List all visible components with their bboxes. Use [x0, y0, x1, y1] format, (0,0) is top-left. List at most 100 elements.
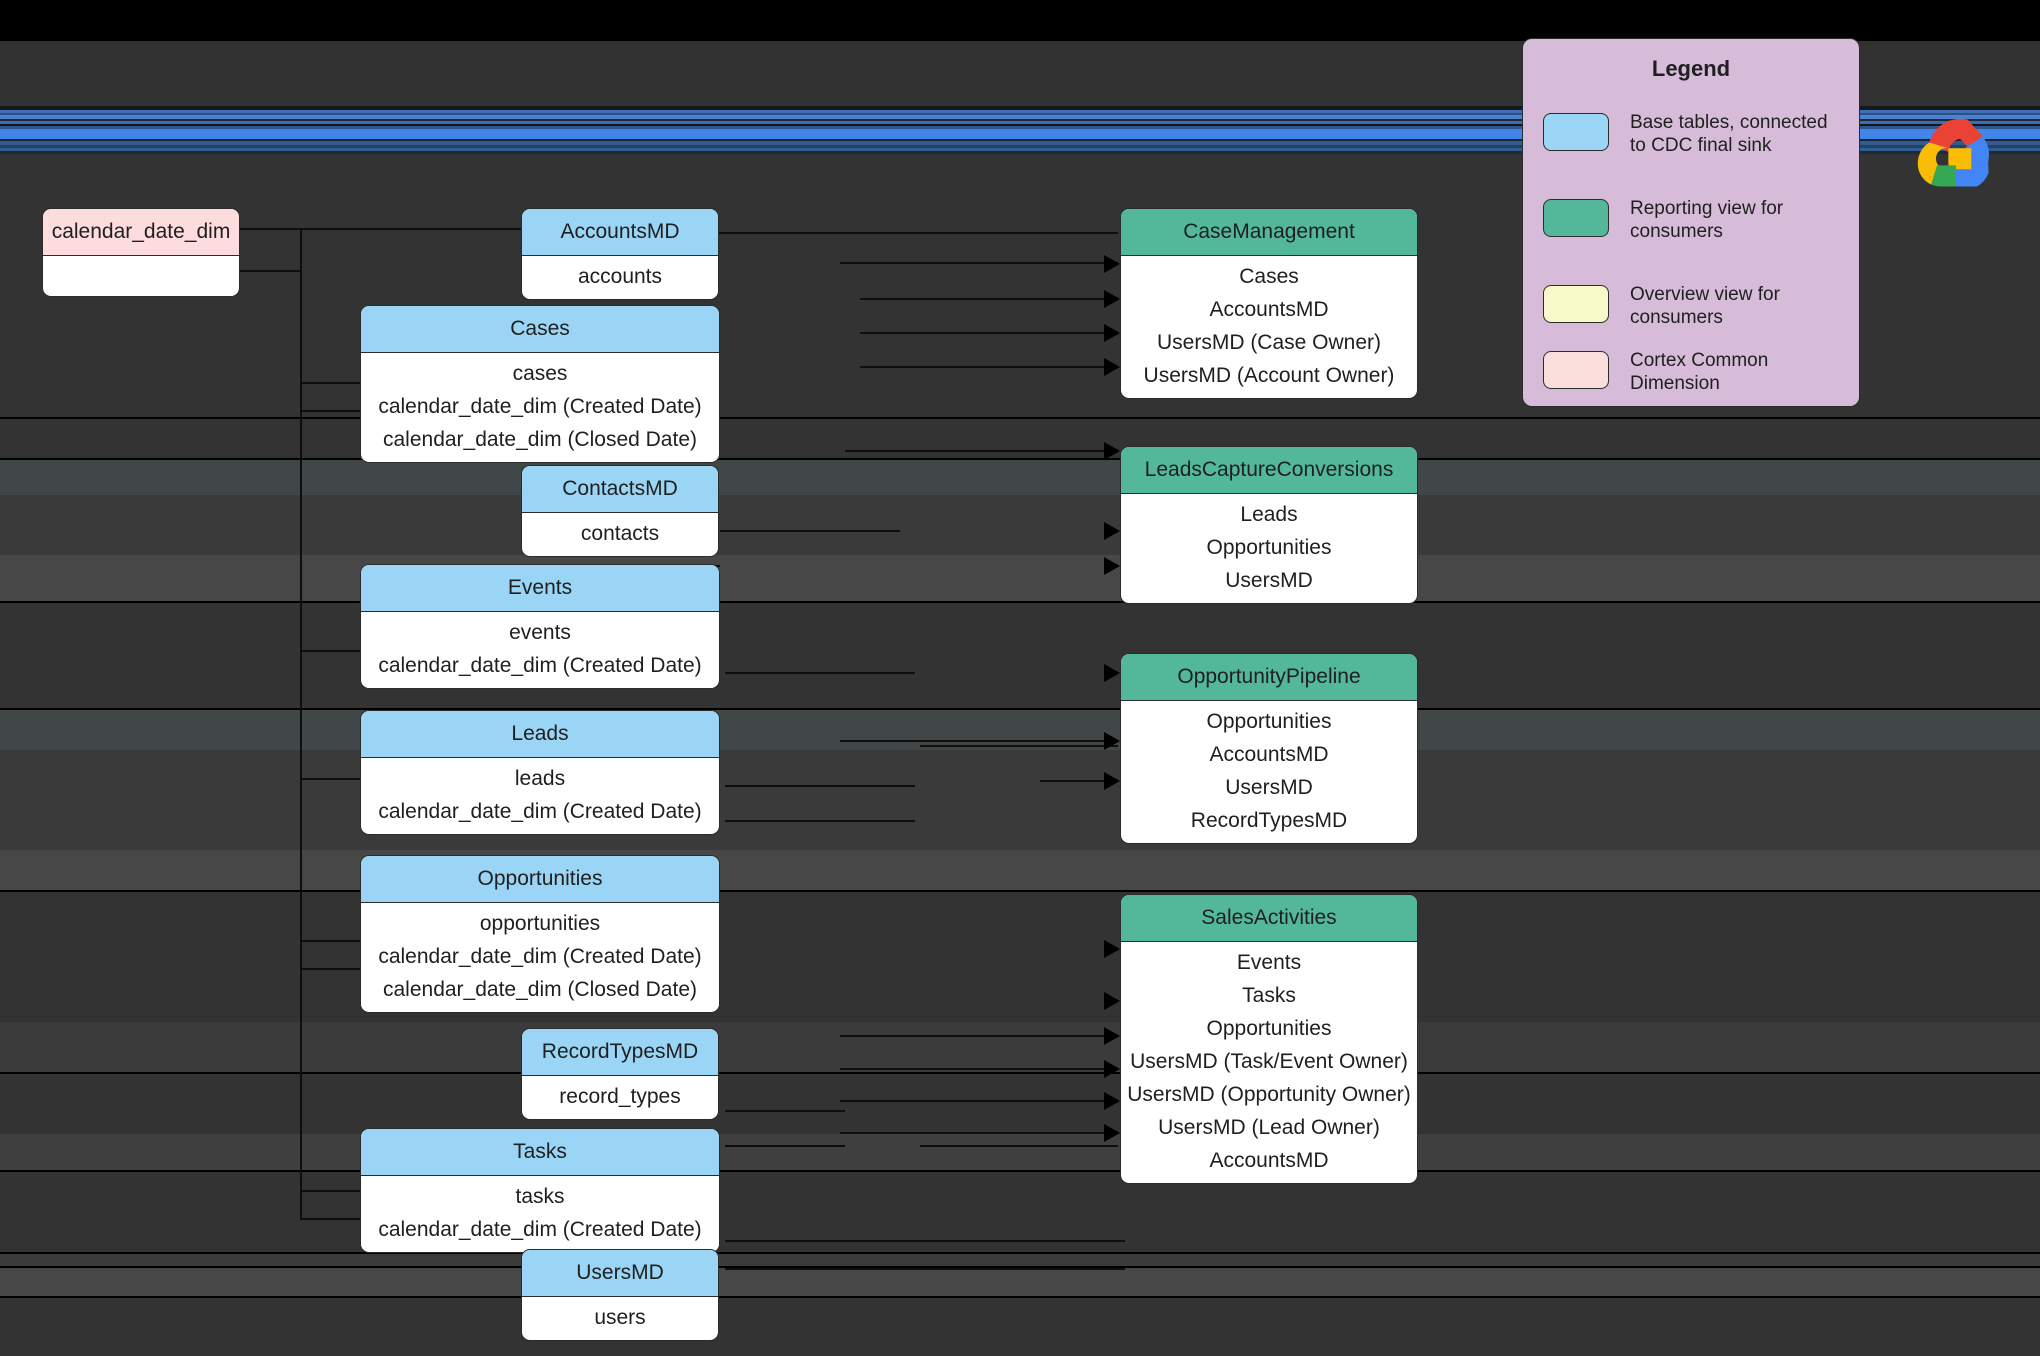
node-contactsmd[interactable]: ContactsMD contacts: [521, 465, 719, 557]
node-leads[interactable]: Leads leads calendar_date_dim (Created D…: [360, 710, 720, 835]
connector-line: [725, 1145, 845, 1147]
node-usersmd[interactable]: UsersMD users: [521, 1249, 719, 1341]
background-band: [0, 603, 2040, 708]
connector-line: [840, 1035, 1118, 1037]
background-hairline: [0, 1296, 2040, 1298]
node-row: calendar_date_dim (Created Date): [378, 800, 702, 823]
node-recordtypesmd[interactable]: RecordTypesMD record_types: [521, 1028, 719, 1120]
node-salesactivities[interactable]: SalesActivities Events Tasks Opportuniti…: [1120, 894, 1418, 1184]
node-rows: Opportunities AccountsMD UsersMD RecordT…: [1121, 701, 1417, 843]
node-events[interactable]: Events events calendar_date_dim (Created…: [360, 564, 720, 689]
node-title: SalesActivities: [1121, 895, 1417, 942]
node-title: calendar_date_dim: [43, 209, 239, 256]
node-row: users: [594, 1306, 646, 1329]
background-hairline: [0, 601, 2040, 603]
top-black-bar: [0, 0, 2040, 41]
connector-arrowhead: [1104, 290, 1120, 308]
node-calendar-date-dim[interactable]: calendar_date_dim: [42, 208, 240, 297]
node-title: OpportunityPipeline: [1121, 654, 1417, 701]
node-opportunitypipeline[interactable]: OpportunityPipeline Opportunities Accoun…: [1120, 653, 1418, 844]
connector-line: [1040, 780, 1118, 782]
node-title: ContactsMD: [522, 466, 718, 513]
connector-arrowhead: [1104, 324, 1120, 342]
background-hairline: [0, 1252, 2040, 1254]
node-row: UsersMD (Case Owner): [1156, 331, 1382, 354]
node-rows: cases calendar_date_dim (Created Date) c…: [361, 353, 719, 462]
node-title: Cases: [361, 306, 719, 353]
node-title: CaseManagement: [1121, 209, 1417, 256]
node-rows: [43, 256, 239, 296]
connector-line: [300, 968, 360, 970]
node-opportunities[interactable]: Opportunities opportunities calendar_dat…: [360, 855, 720, 1013]
node-title: Leads: [361, 711, 719, 758]
node-row: record_types: [559, 1085, 681, 1108]
background-band: [0, 495, 2040, 555]
node-title: Opportunities: [361, 856, 719, 903]
connector-line: [300, 1218, 360, 1220]
node-leadscaptureconversions[interactable]: LeadsCaptureConversions Leads Opportunit…: [1120, 446, 1418, 604]
node-rows: contacts: [522, 513, 718, 556]
connector-line: [845, 450, 1118, 452]
background-band: [0, 1172, 2040, 1252]
connector-line: [920, 1145, 1118, 1147]
connector-arrowhead: [1104, 1060, 1120, 1078]
connector-arrowhead: [1104, 522, 1120, 540]
node-cases[interactable]: Cases cases calendar_date_dim (Created D…: [360, 305, 720, 463]
node-tasks[interactable]: Tasks tasks calendar_date_dim (Created D…: [360, 1128, 720, 1253]
google-cloud-logo-icon: [1908, 110, 2004, 196]
node-casemanagement[interactable]: CaseManagement Cases AccountsMD UsersMD …: [1120, 208, 1418, 399]
node-row: calendar_date_dim (Created Date): [378, 1218, 702, 1241]
node-title: AccountsMD: [522, 209, 718, 256]
node-row: calendar_date_dim (Closed Date): [382, 978, 697, 1001]
node-title: Events: [361, 565, 719, 612]
node-row: UsersMD (Account Owner): [1143, 364, 1395, 387]
connector-arrowhead: [1104, 940, 1120, 958]
legend-item-overview-view: Overview view for consumers: [1543, 283, 1843, 329]
node-row: opportunities: [479, 912, 601, 935]
connector-line: [840, 1068, 1118, 1070]
connector-line: [725, 820, 915, 822]
connector-line: [240, 228, 540, 230]
node-row: cases: [512, 362, 568, 385]
legend-item-base-tables: Base tables, connected to CDC final sink: [1543, 111, 1843, 157]
node-row: tasks: [515, 1185, 565, 1208]
background-band: [0, 1254, 2040, 1266]
connector-line: [725, 672, 915, 674]
legend-item-label: Reporting view for consumers: [1630, 198, 1784, 242]
node-row: contacts: [580, 522, 660, 545]
connector-line: [300, 1190, 360, 1192]
background-band: [0, 1134, 2040, 1170]
legend-item-label: Overview view for consumers: [1630, 284, 1780, 328]
node-row: UsersMD (Lead Owner): [1158, 1116, 1380, 1139]
connector-line: [720, 530, 900, 532]
node-title: Tasks: [361, 1129, 719, 1176]
node-row: Opportunities: [1206, 710, 1332, 733]
connector-line: [840, 1100, 1118, 1102]
legend-title: Legend: [1651, 56, 1731, 81]
node-title: RecordTypesMD: [522, 1029, 718, 1076]
connector-arrowhead: [1104, 772, 1120, 790]
background-hairline: [0, 458, 2040, 460]
node-row: AccountsMD: [1209, 743, 1329, 766]
node-row: calendar_date_dim (Created Date): [378, 395, 702, 418]
legend-swatch-pink-icon: [1543, 351, 1609, 389]
node-row: accounts: [577, 265, 663, 288]
connector-line: [725, 785, 915, 787]
connector-arrowhead: [1104, 1092, 1120, 1110]
legend-swatch-green-icon: [1543, 199, 1609, 237]
legend-item-label: Cortex Common Dimension: [1630, 350, 1769, 394]
node-rows: tasks calendar_date_dim (Created Date): [361, 1176, 719, 1252]
connector-arrowhead: [1104, 557, 1120, 575]
node-row: AccountsMD: [1209, 1149, 1329, 1172]
connector-line: [300, 228, 302, 1220]
background-band: [0, 710, 2040, 750]
connector-arrowhead: [1104, 1027, 1120, 1045]
legend-panel: Legend Base tables, connected to CDC fin…: [1522, 38, 1860, 407]
connector-line: [840, 262, 1118, 264]
node-row: RecordTypesMD: [1190, 809, 1348, 832]
node-accountsmd[interactable]: AccountsMD accounts: [521, 208, 719, 300]
node-row: Tasks: [1242, 984, 1296, 1007]
node-row: UsersMD (Task/Event Owner): [1130, 1050, 1408, 1073]
connector-arrowhead: [1104, 442, 1120, 460]
